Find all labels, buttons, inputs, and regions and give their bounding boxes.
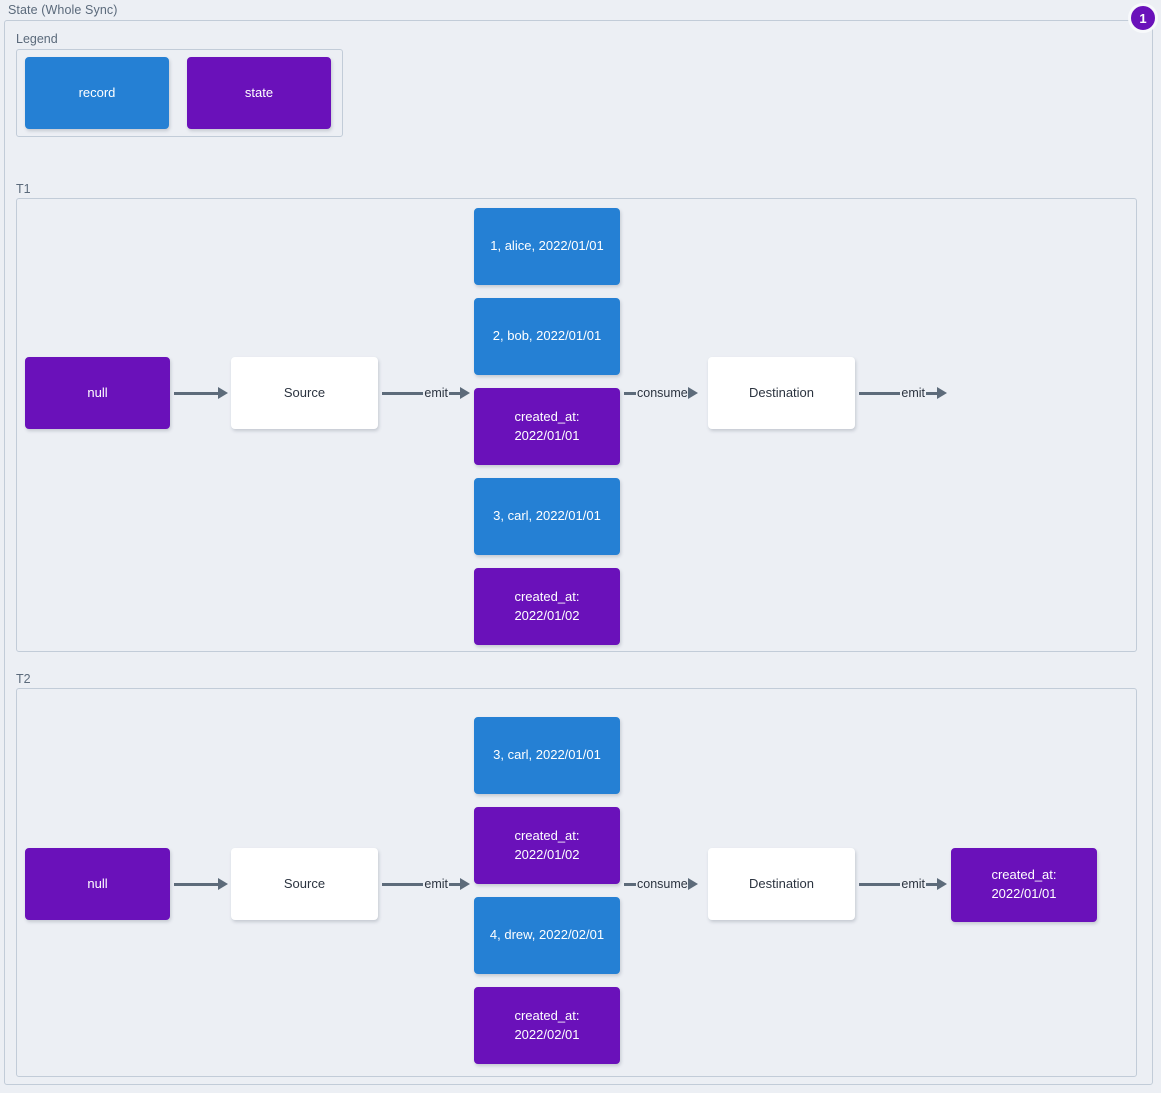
t1-initial-state: null — [25, 357, 170, 429]
t1-destination-node: Destination — [708, 357, 855, 429]
t2-message-0: 3, carl, 2022/01/01 — [474, 717, 620, 794]
group-title-t2: T2 — [16, 672, 31, 686]
t2-destination-node: Destination — [708, 848, 855, 920]
t1-message-1: 2, bob, 2022/01/01 — [474, 298, 620, 375]
t1-message-4: created_at: 2022/01/02 — [474, 568, 620, 645]
t2-message-2: 4, drew, 2022/02/01 — [474, 897, 620, 974]
t2-output-state: created_at: 2022/01/01 — [951, 848, 1097, 922]
t2-initial-state: null — [25, 848, 170, 920]
diagram-title: State (Whole Sync) — [8, 3, 118, 17]
t2-message-3: created_at: 2022/02/01 — [474, 987, 620, 1064]
step-badge[interactable]: 1 — [1128, 3, 1158, 33]
t1-message-3: 3, carl, 2022/01/01 — [474, 478, 620, 555]
group-title-t1: T1 — [16, 182, 31, 196]
t1-source-node: Source — [231, 357, 378, 429]
t2-source-node: Source — [231, 848, 378, 920]
t2-message-1: created_at: 2022/01/02 — [474, 807, 620, 884]
t1-message-2: created_at: 2022/01/01 — [474, 388, 620, 465]
legend-item-state: state — [187, 57, 331, 129]
legend-item-record: record — [25, 57, 169, 129]
legend-title: Legend — [16, 32, 58, 46]
t1-message-0: 1, alice, 2022/01/01 — [474, 208, 620, 285]
